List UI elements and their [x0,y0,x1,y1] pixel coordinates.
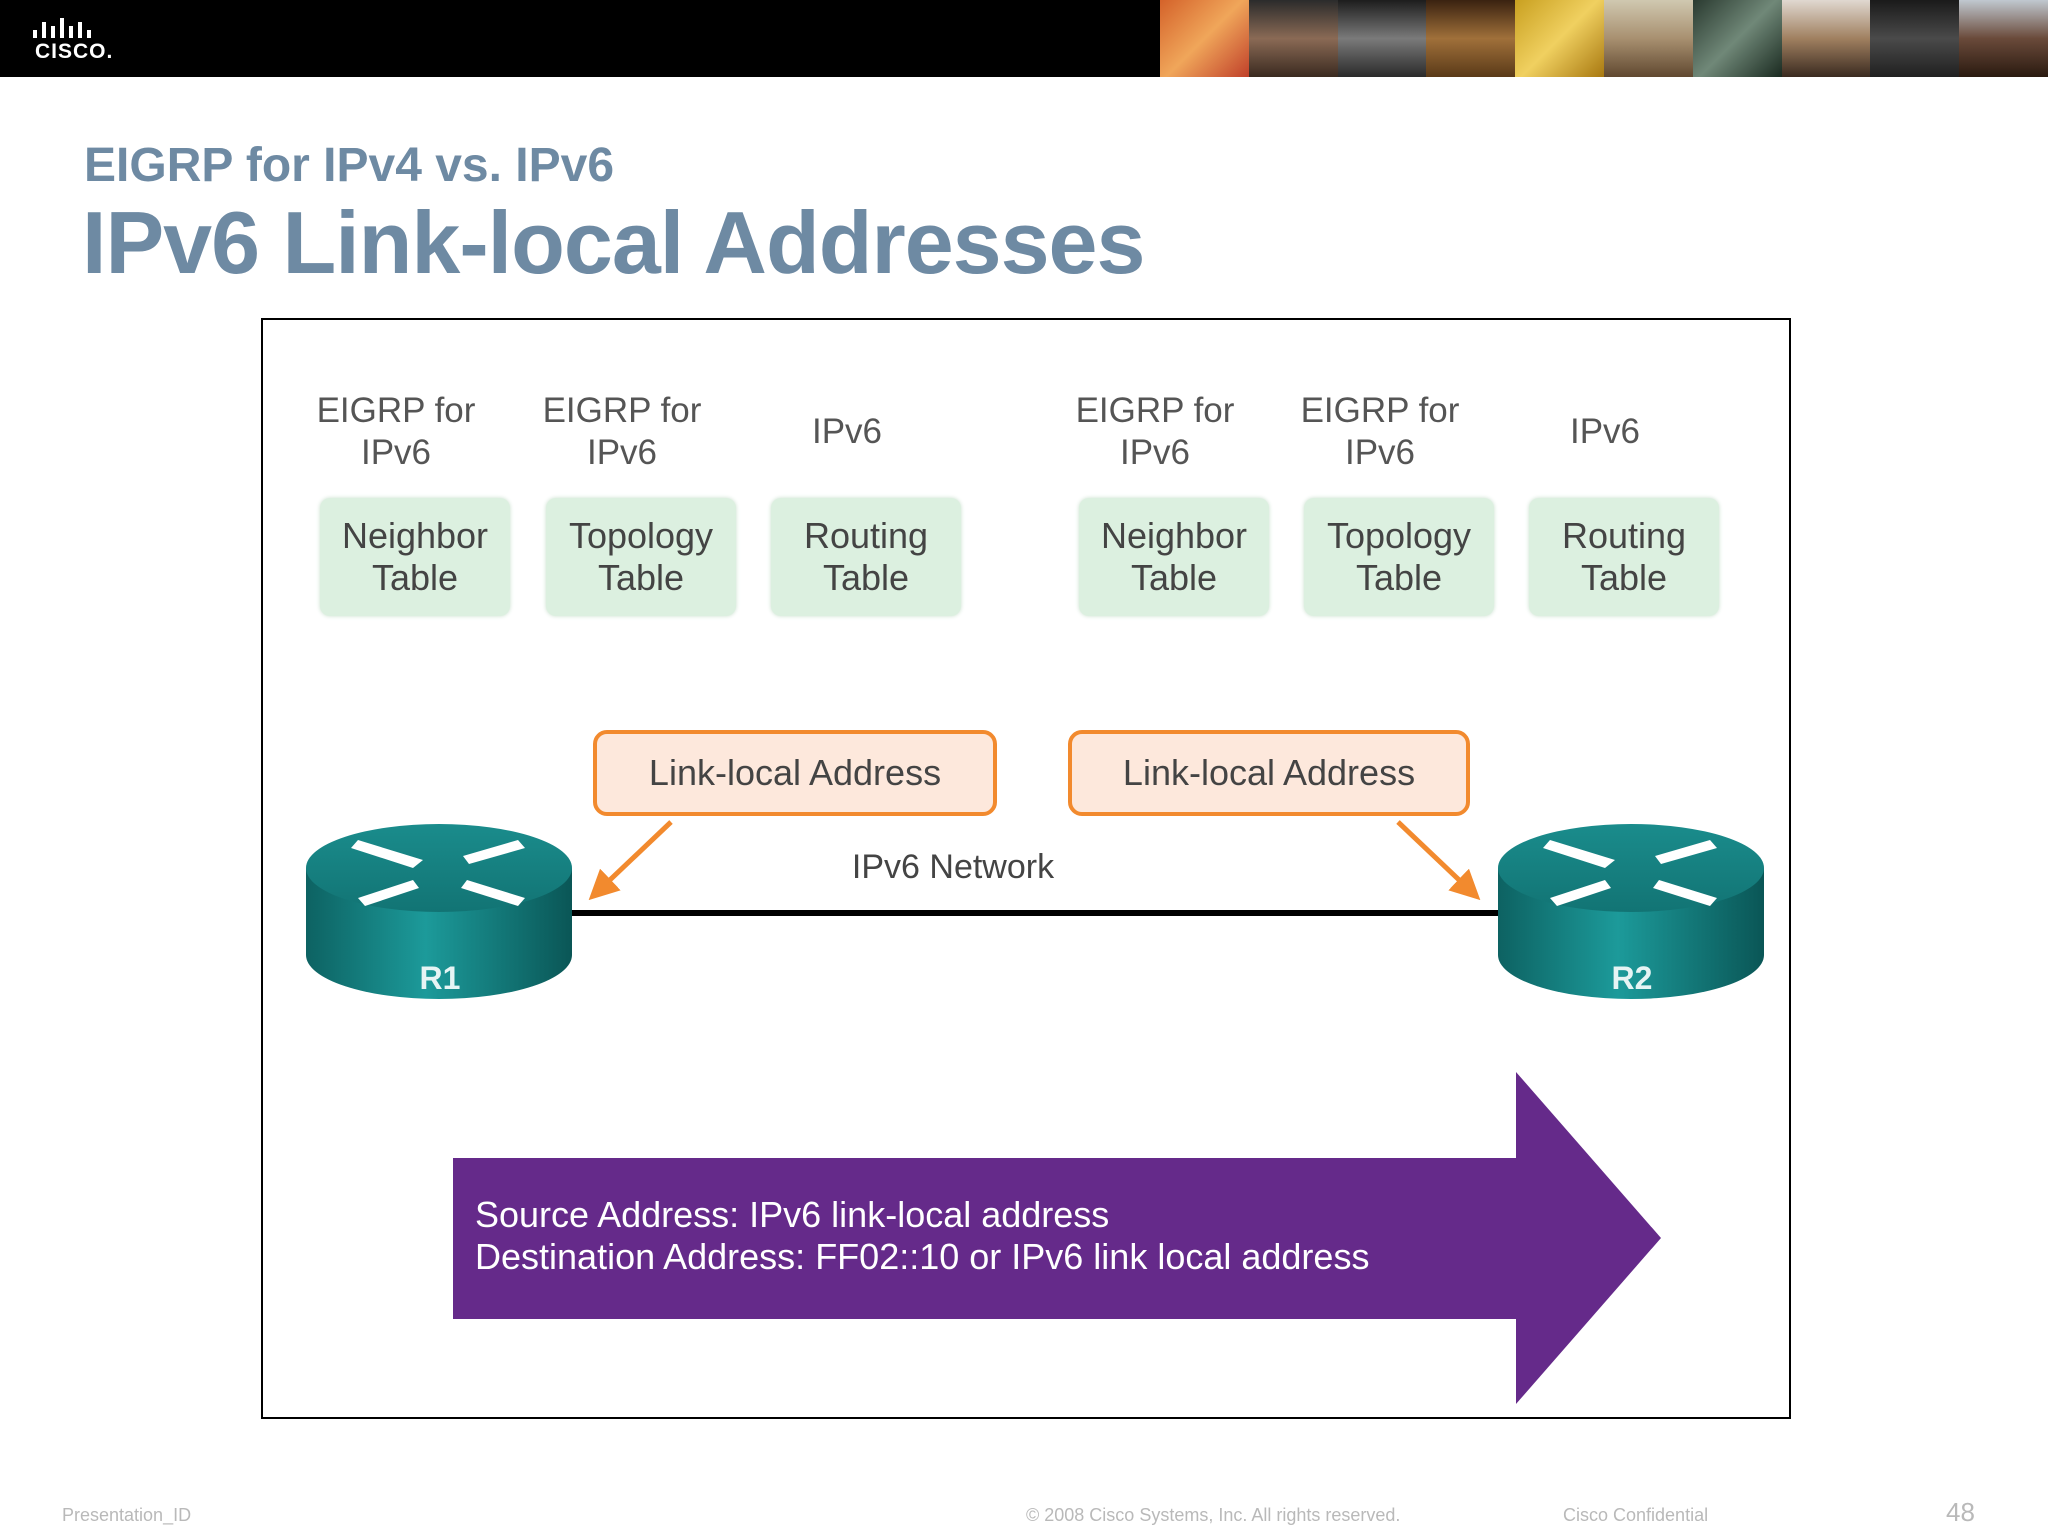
callout-arrow-right [1396,820,1481,901]
page-number: 48 [1946,1497,1975,1527]
network-graphics [306,820,1764,1404]
link-local-callout-left: Link-local Address [593,730,997,816]
packet-destination-address: Destination Address: FF02::10 or IPv6 li… [475,1236,1370,1277]
header-photo-strip [1160,0,2048,77]
slide-title: IPv6 Link-local Addresses [82,193,1145,292]
r1-routing-head: IPv6 [811,412,883,451]
r2-routing-head: IPv6 [1569,412,1641,451]
link-local-callout-right: Link-local Address [1068,730,1470,816]
packet-flow-arrow [453,1072,1661,1404]
footer-confidential: Cisco Confidential [1563,1505,1709,1525]
router-r2-label: R2 [1611,960,1653,996]
router-r1-label: R1 [419,960,461,996]
footer-copyright: © 2008 Cisco Systems, Inc. All rights re… [1026,1505,1401,1525]
packet-text: Source Address: IPv6 link-local address … [475,1194,1369,1278]
router-r2-icon [1498,824,1764,999]
header-bar: CISCO. [0,0,2048,77]
packet-source-address: Source Address: IPv6 link-local address [475,1194,1110,1235]
router-r1-icon [306,824,572,999]
slide-subtitle: EIGRP for IPv4 vs. IPv6 [84,139,615,192]
logo-text: CISCO. [35,40,114,63]
callout-arrow-left [588,820,673,901]
footer-presentation-id: Presentation_ID [62,1505,192,1525]
network-label: IPv6 Network [851,848,1055,886]
cisco-logo-icon [33,18,91,38]
